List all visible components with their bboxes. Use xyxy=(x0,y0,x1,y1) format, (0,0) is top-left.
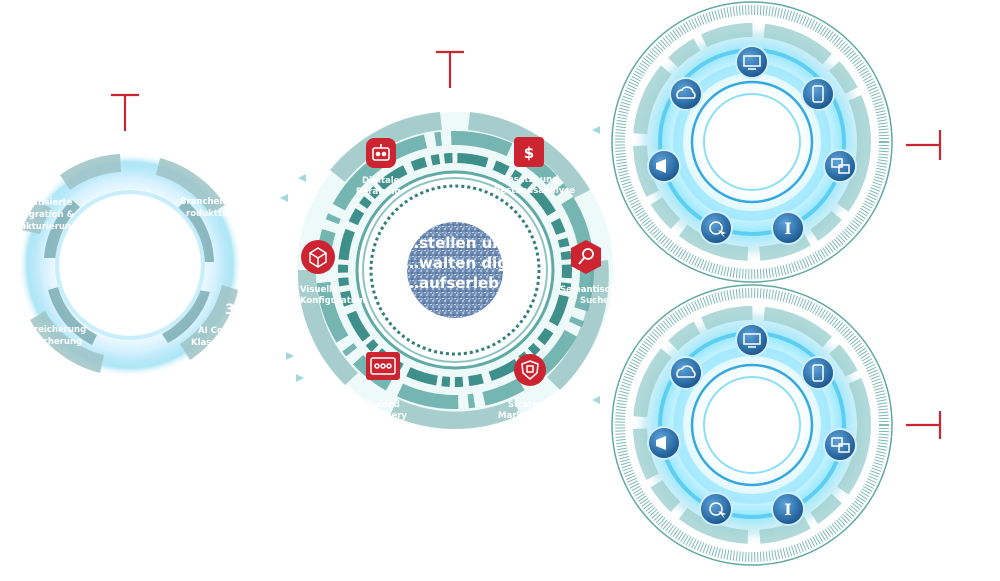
marker-left xyxy=(111,93,139,131)
type-icon[interactable]: I xyxy=(771,492,805,526)
wheel-right-top-icons: I xyxy=(647,45,857,245)
cursor-icon[interactable] xyxy=(699,211,733,245)
wheel-center: …stellen un… …walten digi… …aufserleb… D… xyxy=(280,50,622,429)
wheel-left-number: 1 xyxy=(45,178,55,194)
marker-right-top xyxy=(906,130,942,160)
cursor-icon[interactable] xyxy=(699,492,733,526)
wheel-center-title: …stellen un… …walten digi… …aufserleb… xyxy=(404,234,528,292)
magnifier-icon xyxy=(578,248,594,265)
center-title-line: …stellen un… xyxy=(404,234,518,252)
cloud-icon[interactable] xyxy=(669,77,703,111)
phone-icon[interactable] xyxy=(801,356,835,390)
wheel-right-bottom: I xyxy=(611,284,942,566)
svg-text:I: I xyxy=(784,219,791,238)
wheel-right-bottom-icons: I xyxy=(647,323,857,526)
shield-icon xyxy=(521,360,539,380)
monitor-icon[interactable] xyxy=(735,45,769,79)
wheel-right-top: I xyxy=(611,1,942,283)
chat-icon[interactable] xyxy=(823,428,857,462)
cloud-icon[interactable] xyxy=(669,356,703,390)
monitor-icon[interactable] xyxy=(735,323,769,357)
megaphone-icon[interactable] xyxy=(647,149,681,183)
panel-icon xyxy=(370,357,396,375)
marker-center xyxy=(436,50,464,88)
wheel-left-number: 3 xyxy=(225,302,235,318)
robot-icon xyxy=(372,144,390,161)
wheel-left-number: 2 xyxy=(232,178,242,194)
center-title-line: …aufserleb… xyxy=(404,274,514,292)
wheel-left-number: 4 xyxy=(16,302,26,318)
marker-right-bottom xyxy=(906,411,942,439)
phone-icon[interactable] xyxy=(801,77,835,111)
type-icon[interactable]: I xyxy=(771,211,805,245)
megaphone-icon[interactable] xyxy=(647,426,681,460)
wheel-left-numbers: 1 2 3 4 xyxy=(16,178,242,318)
center-title-line: …walten digi… xyxy=(404,254,528,272)
cube-icon xyxy=(309,247,327,268)
dollar-icon: $ xyxy=(524,144,534,162)
chat-icon[interactable] xyxy=(823,149,857,183)
svg-text:I: I xyxy=(784,500,791,519)
